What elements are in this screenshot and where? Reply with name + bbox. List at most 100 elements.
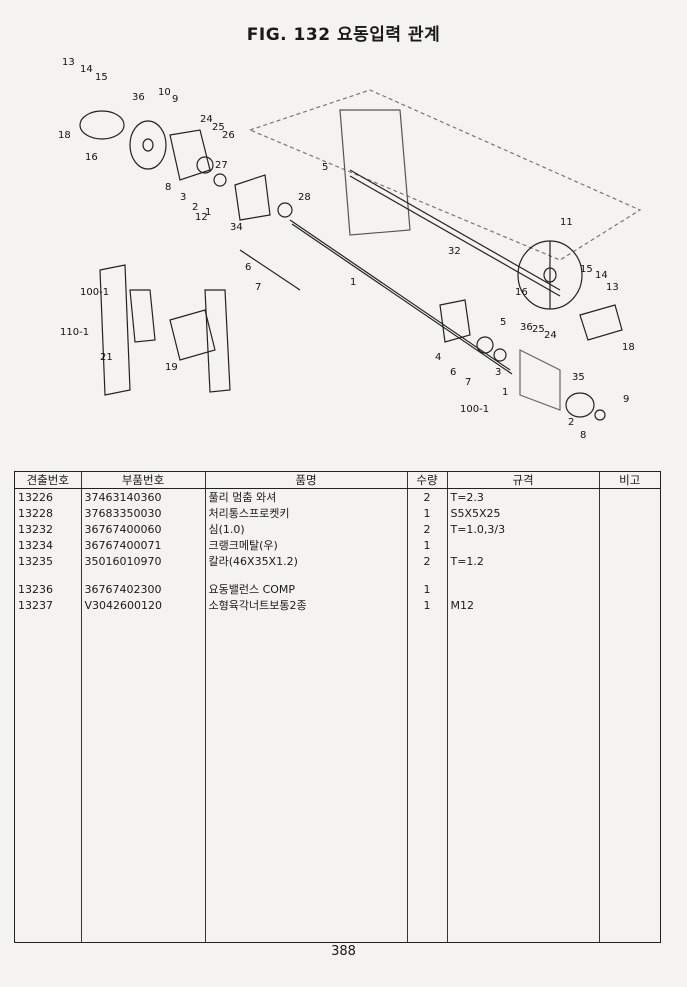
cell-part: 35016010970 — [81, 553, 206, 569]
diagram-part-label: 5 — [500, 317, 506, 328]
cell-qty: 2 — [407, 488, 448, 505]
cell-empty — [205, 569, 408, 581]
diagram-part-label: 16 — [85, 152, 98, 163]
header-part-number: 부품번호 — [81, 472, 206, 489]
cell-empty — [81, 569, 206, 581]
cell-note — [599, 581, 660, 597]
cell-empty — [15, 569, 82, 581]
crank-plate — [169, 129, 211, 181]
diagram-part-label: 3 — [180, 192, 186, 203]
cell-name: 풀리 멈춤 와셔 — [205, 488, 408, 505]
diagram-part-label: 24 — [544, 330, 557, 341]
header-part-name: 품명 — [205, 472, 408, 489]
diagram-part-label: 2 — [568, 417, 574, 428]
diagram-part-label: 100-1 — [460, 404, 489, 415]
cell-qty: 1 — [407, 537, 448, 553]
cell-part: 36767400060 — [81, 521, 206, 537]
diagram-part-label: 18 — [58, 130, 71, 141]
cell-spec: T=1.0,3/3 — [447, 521, 600, 537]
diagram-part-label: 12 — [195, 212, 208, 223]
diagram-part-label: 110-1 — [60, 327, 89, 338]
cell-spec: T=1.2 — [447, 553, 600, 569]
cell-ref: 13232 — [15, 521, 82, 537]
diagram-part-label: 7 — [255, 282, 261, 293]
header-ref: 견출번호 — [15, 472, 82, 489]
cell-name: 심(1.0) — [205, 521, 408, 537]
table-row: 13232 36767400060 심(1.0) 2 T=1.0,3/3 — [15, 521, 660, 537]
diagram-part-label: 21 — [100, 352, 113, 363]
cell-qty: 1 — [407, 505, 448, 521]
cell-name: 크랭크메탈(우) — [205, 537, 408, 553]
cell-note — [599, 505, 660, 521]
header-qty: 수량 — [407, 472, 448, 489]
column-divider — [599, 490, 600, 942]
cell-spec — [447, 581, 600, 597]
diagram-part-label: 3 — [495, 367, 501, 378]
cell-part: V3042600120 — [81, 597, 206, 613]
table-row: 13237 V3042600120 소형육각너트보통2종 1 M12 — [15, 597, 660, 613]
page-number: 388 — [331, 944, 356, 959]
cell-note — [599, 521, 660, 537]
diagram-part-label: 2 — [192, 202, 198, 213]
cell-spec: S5X5X25 — [447, 505, 600, 521]
header-spec: 규격 — [447, 472, 600, 489]
diagram-part-label: 6 — [245, 262, 251, 273]
diagram-part-label: 36 — [520, 322, 533, 333]
column-divider — [81, 490, 82, 942]
diagram-part-label: 28 — [298, 192, 311, 203]
main-shaft — [289, 219, 511, 371]
cell-ref: 13235 — [15, 553, 82, 569]
cell-qty: 1 — [407, 597, 448, 613]
cell-empty — [447, 569, 600, 581]
cell-ref: 13234 — [15, 537, 82, 553]
diagram-part-label: 24 — [200, 114, 213, 125]
diagram-part-label: 10 — [158, 87, 171, 98]
cell-empty — [599, 569, 660, 581]
diagram-part-label: 36 — [132, 92, 145, 103]
diagram-part-label: 25 — [532, 324, 545, 335]
diagram-part-label: 13 — [606, 282, 619, 293]
diagram-part-label: 16 — [515, 287, 528, 298]
diagram-part-label: 27 — [215, 160, 228, 171]
column-divider — [407, 490, 408, 942]
cell-note — [599, 489, 660, 506]
bracket-left — [99, 264, 131, 396]
diagram-part-label: 6 — [450, 367, 456, 378]
diagram-part-label: 15 — [95, 72, 108, 83]
diagram-part-label: 5 — [322, 162, 328, 173]
diagram-part-label: 9 — [623, 394, 629, 405]
table-row: 13228 37683350030 처리통스프로켓키 1 S5X5X25 — [15, 505, 660, 521]
balance-weight — [79, 110, 125, 140]
page-title: FIG. 132 요동입력 관계 — [246, 25, 441, 45]
link-arm — [169, 309, 216, 361]
cell-name: 칼라(46X35X1.2) — [205, 553, 408, 569]
cell-qty: 2 — [407, 521, 448, 537]
cell-name: 소형육각너트보통2종 — [205, 597, 408, 613]
cell-empty — [407, 569, 448, 581]
cell-ref: 13237 — [15, 597, 82, 613]
diagram-part-label: 18 — [622, 342, 635, 353]
cell-ref: 13236 — [15, 581, 82, 597]
cell-spec: T=2.3 — [447, 488, 600, 505]
diagram-part-label: 13 — [62, 57, 75, 68]
diagram-part-label: 32 — [448, 246, 461, 257]
crank-metal-right — [439, 299, 471, 343]
frame-rail — [248, 89, 642, 261]
column-divider — [205, 490, 206, 942]
column-divider — [447, 490, 448, 942]
cell-qty: 2 — [407, 553, 448, 569]
diagram-part-label: 11 — [560, 217, 573, 228]
cell-part: 36767402300 — [81, 581, 206, 597]
cell-ref: 13228 — [15, 505, 82, 521]
table-row: 13235 35016010970 칼라(46X35X1.2) 2 T=1.2 — [15, 553, 660, 569]
table-row: 13234 36767400071 크랭크메탈(우) 1 — [15, 537, 660, 553]
diagram-part-label: 1 — [502, 387, 508, 398]
cell-note — [599, 537, 660, 553]
diagram-part-label: 15 — [580, 264, 593, 275]
cell-spec — [447, 537, 600, 553]
diagram-part-label: 25 — [212, 122, 225, 133]
table-row: 13236 36767402300 요동밸런스 COMP 1 — [15, 581, 660, 597]
cell-part: 36767400071 — [81, 537, 206, 553]
diagram-part-label: 100-1 — [80, 287, 109, 298]
cell-name: 처리통스프로켓키 — [205, 505, 408, 521]
